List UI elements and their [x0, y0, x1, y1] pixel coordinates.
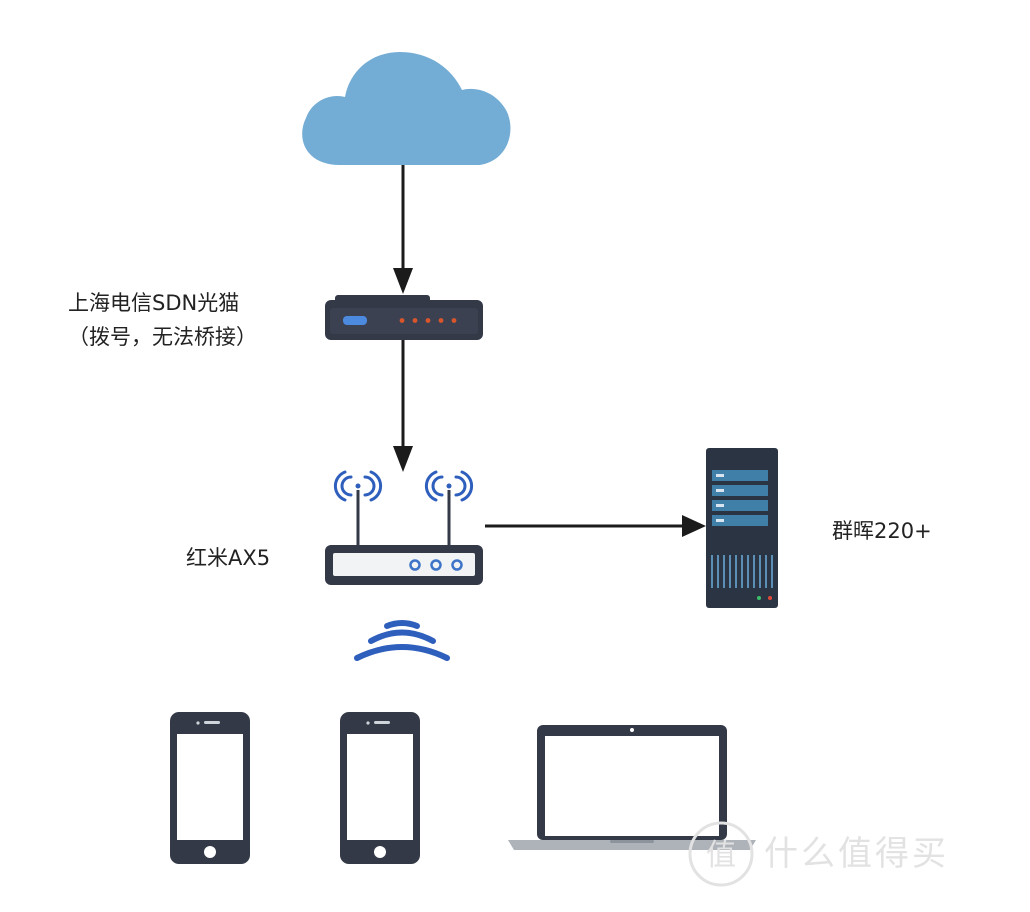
watermark-text: 什么值得买	[764, 834, 949, 874]
modem-label-line1: 上海电信SDN光猫	[68, 291, 240, 315]
modem-label-line2: （拨号，无法桥接）	[68, 325, 257, 349]
connector-modem-to-router	[393, 340, 413, 472]
nas-label: 群晖220+	[832, 519, 932, 543]
watermark-logo-char: 值	[706, 838, 736, 873]
router-icon	[325, 470, 483, 585]
phone-icon	[340, 712, 420, 864]
router-label: 红米AX5	[186, 546, 271, 570]
watermark: 值 什么值得买	[686, 816, 1016, 896]
modem-icon	[325, 295, 483, 340]
connector-router-to-nas	[485, 515, 706, 537]
connector-cloud-to-modem	[393, 165, 413, 294]
phone-icon	[170, 712, 250, 864]
cloud-icon	[302, 52, 511, 165]
laptop-icon	[508, 725, 756, 850]
nas-server-icon	[706, 448, 778, 608]
watermark-logo-icon: 值	[688, 821, 754, 887]
wifi-signal-icon	[354, 620, 450, 661]
